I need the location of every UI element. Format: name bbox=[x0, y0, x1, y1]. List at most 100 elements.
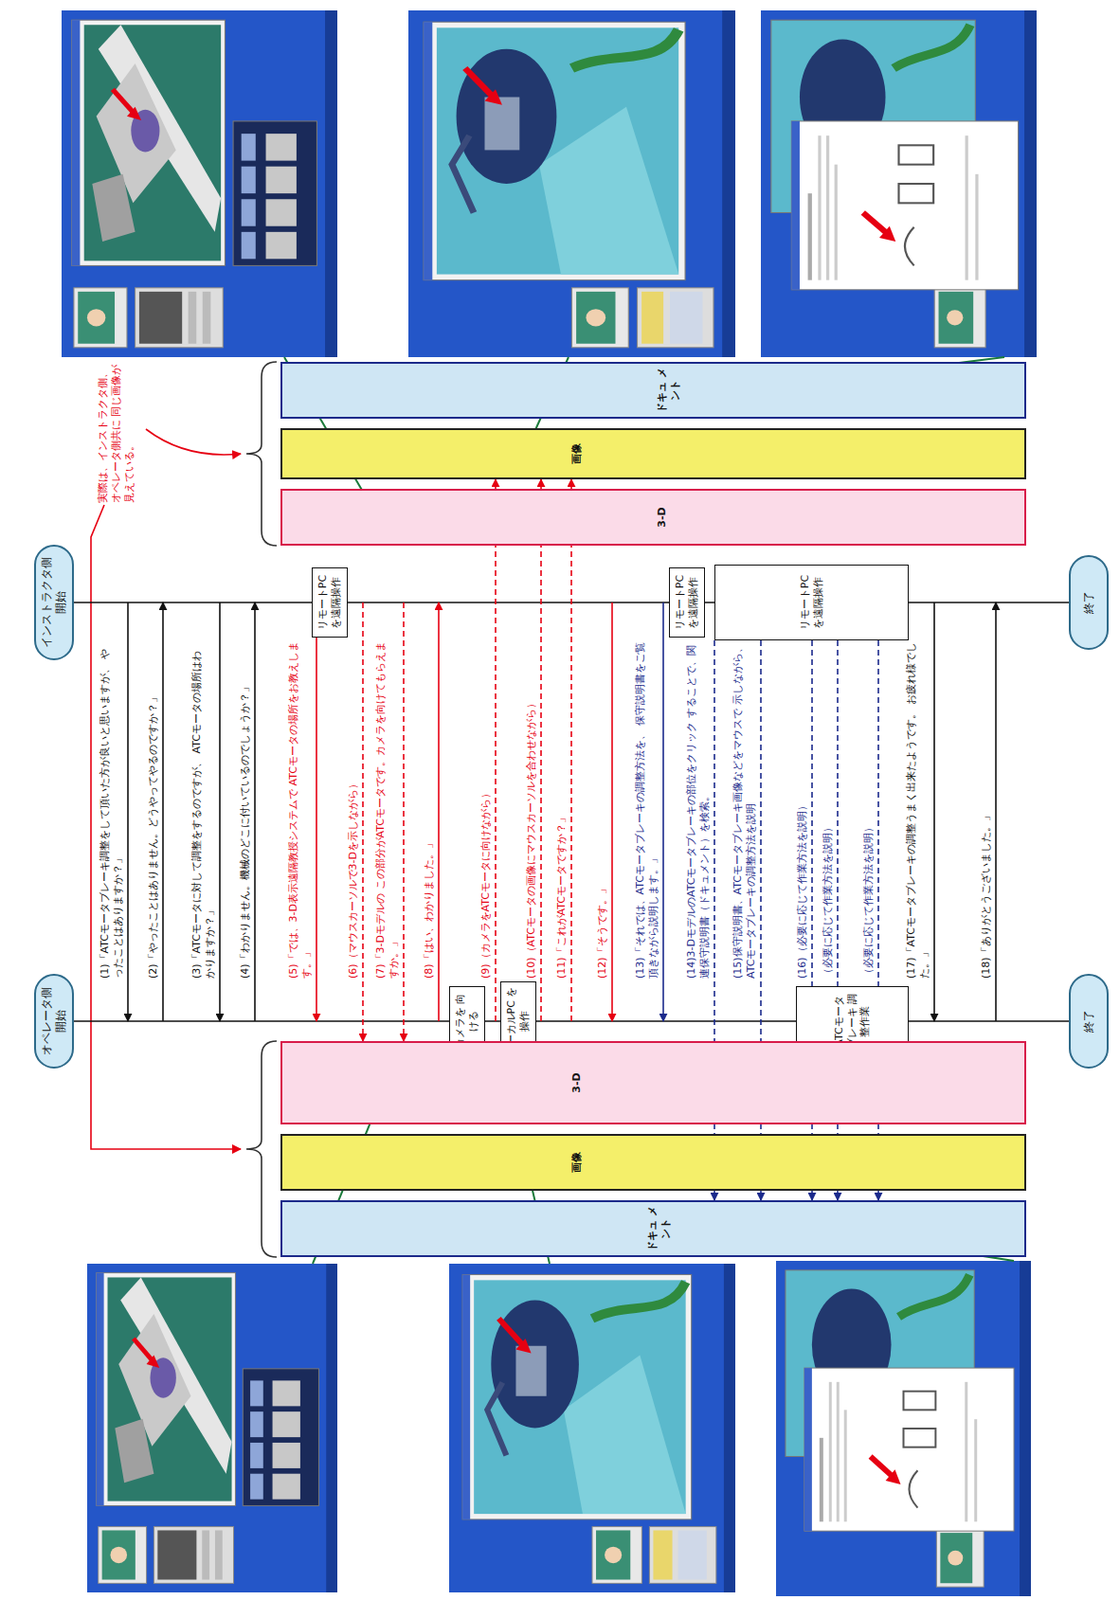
action-box: リモートPC を遠隔操作 bbox=[714, 564, 909, 641]
start-terminal: オペレータ側 開始 bbox=[34, 974, 74, 1069]
message-arrow bbox=[662, 602, 665, 1022]
message-arrow bbox=[361, 602, 364, 1042]
node-label: オペレータ側 開始 bbox=[39, 981, 69, 1062]
node-label: 終了 bbox=[1082, 591, 1097, 615]
label-text: (10)（ATCモータの画像にマウスカーソルを合わせながら） bbox=[524, 641, 539, 979]
message-arrow bbox=[402, 602, 405, 1042]
message-arrow bbox=[494, 479, 497, 1022]
label-text: (4)「わかりません。機械のどこに付いているのでしょうか？」 bbox=[238, 641, 253, 979]
label-text: （必要に応じて作業方法を説明） bbox=[821, 641, 835, 979]
note-arrow bbox=[90, 505, 241, 1150]
action-box: リモートPC を遠隔操作 bbox=[668, 567, 705, 638]
lifeline-segment bbox=[347, 601, 669, 604]
view-band: ドキュ メント bbox=[280, 1200, 1027, 1258]
label-text: (7)「3-Dモデルの この部分がATCモータです。カメラを向けてもらえますか。… bbox=[374, 641, 401, 979]
note-text: 実際は、インストラクタ側、 オペレータ側共に 同じ画像が見えている。 bbox=[96, 361, 136, 504]
message-text: (15)保守説明書、ATCモータブレーキ画像などをマウスで 示しながら、ATCモ… bbox=[731, 641, 759, 979]
node-label: 終了 bbox=[1082, 1010, 1097, 1033]
message-text: (17)「ATCモータブレーキの調整うまく出来たようです。 お疲れ様でした。」 bbox=[904, 641, 932, 979]
message-text: (2)「やったことはありません。どうやってやるのですか？」 bbox=[146, 641, 161, 979]
message-text: (9)（カメラをATCモータに向けながら） bbox=[479, 641, 493, 979]
end-terminal: 終了 bbox=[1068, 974, 1109, 1069]
lifeline-segment bbox=[908, 1020, 1069, 1023]
screenshot-image bbox=[408, 10, 736, 358]
band-label: ドキュ メント bbox=[646, 1202, 673, 1256]
message-text: (1)「ATCモータブレーキ調整をして頂いた方が良いと思いますが、 やったことは… bbox=[98, 641, 126, 979]
lifeline-segment bbox=[73, 1020, 450, 1023]
label-text: (13)「それでは、ATCモータブレーキの調整方法を、 保守説明書をご覧頂きなが… bbox=[633, 641, 661, 979]
message-arrow bbox=[611, 602, 614, 1022]
group-brace bbox=[246, 1041, 277, 1258]
message-arrow bbox=[540, 479, 542, 1022]
label-text: (1)「ATCモータブレーキ調整をして頂いた方が良いと思いますが、 やったことは… bbox=[98, 641, 126, 979]
message-arrow bbox=[315, 637, 318, 1022]
label-text: （必要に応じて作業方法を説明） bbox=[862, 641, 876, 979]
screenshot-document bbox=[760, 10, 1037, 358]
node-label: リモートPC を遠隔操作 bbox=[798, 568, 826, 637]
lifeline-segment bbox=[485, 1020, 501, 1023]
label-text: (15)保守説明書、ATCモータブレーキ画像などをマウスで 示しながら、ATCモ… bbox=[731, 641, 759, 979]
label-text: (17)「ATCモータブレーキの調整うまく出来たようです。 お疲れ様でした。」 bbox=[904, 641, 932, 979]
message-text: (13)「それでは、ATCモータブレーキの調整方法を、 保守説明書をご覧頂きなが… bbox=[633, 641, 661, 979]
message-text: (18)「ありがとうございました。」 bbox=[979, 641, 994, 979]
lifeline-segment bbox=[908, 601, 1069, 604]
message-arrow bbox=[162, 602, 164, 1022]
label-text: (11)「これがATCモータですか？」 bbox=[555, 641, 569, 979]
message-arrow bbox=[126, 602, 129, 1022]
label-text: (16)（必要に応じて作業方法を説明） bbox=[795, 641, 810, 979]
view-band: 画像 bbox=[280, 428, 1027, 480]
message-text: (10)（ATCモータの画像にマウスカーソルを合わせながら） bbox=[524, 641, 539, 979]
message-arrow bbox=[994, 602, 997, 1022]
message-text: (8)「はい、わかりました。」 bbox=[422, 641, 436, 979]
label-text: 実際は、インストラクタ側、 オペレータ側共に 同じ画像が見えている。 bbox=[96, 361, 136, 504]
start-terminal: インストラクタ側 開始 bbox=[34, 544, 74, 661]
end-terminal: 終了 bbox=[1068, 555, 1109, 651]
node-label: リモートPC を遠隔操作 bbox=[316, 571, 344, 634]
label-text: (18)「ありがとうございました。」 bbox=[979, 641, 994, 979]
message-arrow bbox=[253, 602, 256, 1022]
view-band: 画像 bbox=[280, 1134, 1027, 1192]
label-text: (3)「ATCモータに対して調整をするのですが、 ATCモータの場所はわかります… bbox=[190, 641, 217, 979]
message-arrow bbox=[437, 602, 440, 1022]
lifeline-segment bbox=[536, 1020, 796, 1023]
message-arrow bbox=[933, 602, 936, 1022]
label-text: (2)「やったことはありません。どうやってやるのですか？」 bbox=[146, 641, 161, 979]
message-text: (4)「わかりません。機械のどこに付いているのでしょうか？」 bbox=[238, 641, 253, 979]
action-box: リモートPC を遠隔操作 bbox=[311, 567, 348, 638]
message-text: （必要に応じて作業方法を説明） bbox=[821, 641, 835, 979]
band-label: 画像 bbox=[570, 430, 584, 478]
message-text: (5)「では、3-D表示遠隔教授システムで ATCモータの場所をお教えします。」 bbox=[287, 641, 314, 979]
message-text: (3)「ATCモータに対して調整をするのですが、 ATCモータの場所はわかります… bbox=[190, 641, 217, 979]
message-text: （必要に応じて作業方法を説明） bbox=[862, 641, 876, 979]
label-text: (9)（カメラをATCモータに向けながら） bbox=[479, 641, 493, 979]
screenshot-document bbox=[776, 1261, 1031, 1597]
lifeline-segment bbox=[704, 601, 715, 604]
screenshot-3d bbox=[61, 10, 338, 358]
message-arrow bbox=[570, 479, 573, 1022]
message-text: (12)「そうです。」 bbox=[596, 641, 610, 979]
band-label: ドキュ メント bbox=[655, 363, 683, 417]
view-band: 3-D bbox=[280, 488, 1027, 546]
message-text: (6)（マウスカーソルで3-Dを示しながら） bbox=[346, 641, 361, 979]
node-label: インストラクタ側 開始 bbox=[39, 552, 69, 653]
view-band: 3-D bbox=[280, 1041, 1027, 1125]
band-label: 3-D bbox=[655, 490, 669, 544]
note-arrow bbox=[145, 429, 241, 455]
screenshot-3d bbox=[87, 1264, 338, 1593]
message-text: (11)「これがATCモータですか？」 bbox=[555, 641, 569, 979]
node-label: リモートPC を遠隔操作 bbox=[673, 571, 701, 634]
view-band: ドキュ メント bbox=[280, 361, 1027, 419]
message-text: (7)「3-Dモデルの この部分がATCモータです。カメラを向けてもらえますか。… bbox=[374, 641, 401, 979]
screenshot-image bbox=[449, 1264, 736, 1593]
message-text: (16)（必要に応じて作業方法を説明） bbox=[795, 641, 810, 979]
label-text: (14)3-DモデルのATCモータブレーキの部位をクリック することで、関連保守… bbox=[685, 641, 712, 979]
label-text: (5)「では、3-D表示遠隔教授システムで ATCモータの場所をお教えします。」 bbox=[287, 641, 314, 979]
label-text: (12)「そうです。」 bbox=[596, 641, 610, 979]
band-label: 3-D bbox=[570, 1043, 584, 1123]
label-text: (6)（マウスカーソルで3-Dを示しながら） bbox=[346, 641, 361, 979]
band-label: 画像 bbox=[570, 1136, 584, 1190]
